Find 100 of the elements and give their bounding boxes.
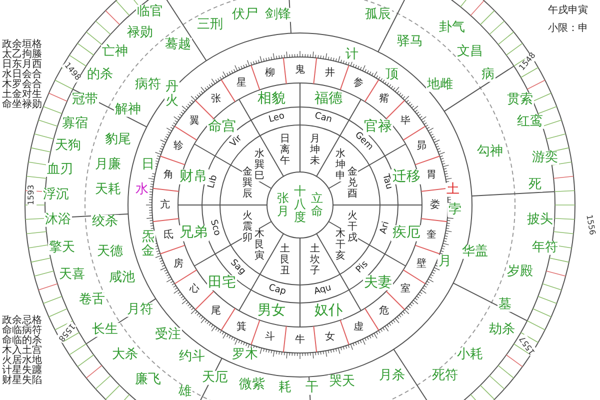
star-name: 卷舌: [78, 292, 106, 308]
mansion-name: 轸: [172, 140, 184, 152]
mansion-name: 井: [324, 68, 336, 79]
star-name: 天喜: [58, 268, 86, 282]
palace-name: 男女: [256, 304, 287, 319]
palace-name: 命宫: [207, 120, 238, 135]
star-name: 浮沉: [42, 188, 70, 202]
mansion-name: 柳: [264, 68, 276, 79]
mansion-name: 角: [162, 169, 174, 180]
center-text: 十八度: [293, 185, 307, 225]
palace-name: 迁移: [391, 168, 422, 184]
star-name: 受注: [154, 328, 182, 342]
mansion-name: 心: [188, 284, 200, 295]
planet-symbol: 丹火: [164, 80, 180, 110]
note-text: 财星失陷: [2, 376, 42, 386]
mansion-name: 房: [172, 258, 184, 270]
palace-name: 福德: [313, 91, 344, 106]
star-name: 勾神: [476, 144, 504, 160]
star-name: 约斗: [178, 350, 206, 364]
note-text: 日东月西: [2, 60, 42, 70]
star-name: 咸池: [108, 270, 136, 286]
star-name: 披头: [526, 212, 554, 228]
note-text: 太乙拘螣: [2, 50, 42, 60]
note-text: 火居水地: [2, 356, 42, 366]
star-name: 天狗: [54, 138, 82, 154]
planet-symbol: 计: [344, 48, 360, 62]
star-name: 天德: [96, 244, 124, 260]
branch-text: 日离午: [279, 133, 292, 166]
note-text: 水日会合: [2, 70, 42, 80]
branch-text: 水巽巳: [254, 148, 266, 182]
branch-text: 水坤申: [334, 148, 346, 182]
star-name: 临官: [136, 4, 164, 20]
star-name: 蓦越: [164, 38, 192, 52]
star-name: 沐浴: [44, 212, 72, 228]
star-name: 寡宿: [61, 116, 89, 132]
mansion-name: 娄: [429, 200, 441, 210]
mansion-name: 觜: [378, 94, 390, 105]
note-text: 计星失躔: [2, 366, 42, 376]
branch-text: 火干戌: [346, 210, 358, 244]
star-name: 擎天: [48, 240, 76, 256]
branch-text: 木干亥: [334, 228, 346, 262]
note-text: 土金对生: [2, 90, 42, 100]
star-name: 贯索: [506, 92, 534, 108]
mansion-name: 箕: [235, 321, 248, 332]
star-name: 微紫: [238, 378, 266, 392]
star-name: 哭天: [328, 374, 356, 390]
center-text: 立命: [310, 192, 324, 218]
star-name: 的杀: [86, 68, 114, 82]
star-name: 天厄: [201, 370, 229, 386]
star-name: 天耗: [94, 182, 122, 198]
star-name: 小耗: [456, 348, 484, 362]
star-name: 文昌: [456, 44, 484, 60]
star-name: 病符: [134, 78, 162, 92]
mansion-name: 危: [378, 305, 390, 316]
mansion-name: 张: [210, 94, 222, 105]
palace-name: 夫妻: [362, 275, 393, 290]
mansion-name: 室: [400, 284, 412, 295]
star-name: 红鸾: [516, 114, 544, 130]
palace-name: 兄弟: [178, 226, 209, 242]
planet-symbol: 日: [140, 158, 156, 172]
mansion-name: 斗: [264, 331, 276, 342]
year-mark: 1593: [28, 184, 36, 206]
star-name: 剑锋: [264, 8, 292, 22]
note-text: 命临的杀: [2, 336, 42, 346]
planet-symbol: 水: [134, 182, 150, 198]
branch-text: 木艮寅: [254, 228, 266, 262]
star-name: 血刃: [46, 162, 74, 178]
palace-name: 疾厄: [391, 226, 422, 242]
palace-name: 官禄: [362, 120, 393, 135]
planet-symbol: 炁金: [140, 230, 156, 260]
year-mark: 1556: [584, 213, 596, 237]
mansion-name: 鬼: [294, 64, 306, 76]
star-name: 死: [528, 178, 542, 192]
star-name: 墓: [498, 298, 512, 312]
star-name: 死符: [431, 368, 459, 384]
star-name: 伏尸: [231, 8, 259, 22]
star-name: 三刑: [196, 18, 224, 32]
mansion-name: 胃: [426, 169, 438, 180]
mansion-name: 奎: [426, 230, 438, 241]
branch-text: 月坤未: [308, 133, 321, 166]
branch-text: 金巽辰: [242, 166, 254, 200]
planet-symbol: 顶: [384, 68, 400, 82]
star-name: 劫杀: [488, 322, 516, 338]
star-name: 病: [480, 68, 496, 82]
palace-name: 田宅: [207, 275, 238, 290]
branch-text: 火震卯: [242, 210, 254, 244]
star-name: 大杀: [111, 348, 139, 362]
note-text: 政余垣格: [2, 40, 42, 50]
note-text: 命临病符: [2, 326, 42, 336]
palace-name: 相貌: [256, 91, 287, 106]
mansion-name: 翼: [188, 115, 200, 126]
palace-name: 奴仆: [313, 304, 344, 319]
star-name: 月廉: [94, 158, 122, 172]
star-name: 亡神: [101, 44, 129, 60]
mansion-name: 尾: [210, 305, 222, 316]
mansion-name: 壁: [416, 258, 428, 270]
star-name: 解神: [114, 102, 142, 118]
note-text: 木入土宫: [2, 346, 42, 356]
star-name: 月杀: [378, 368, 406, 384]
planet-symbol: 土: [446, 182, 460, 198]
